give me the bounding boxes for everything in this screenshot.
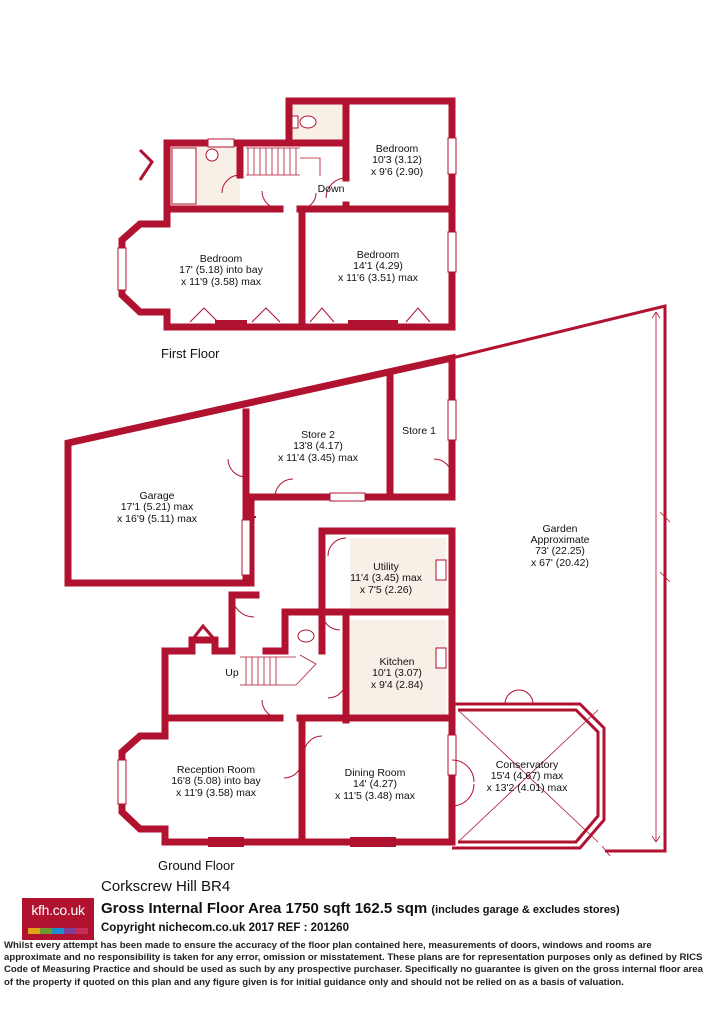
conservatory-dim1: 15'4 (4.67) max — [491, 770, 564, 782]
floor-area: Gross Internal Floor Area 1750 sqft 162.… — [101, 900, 620, 917]
svg-text:Kitchen: Kitchen — [379, 656, 414, 668]
bedroom-right-dim2: x 9'6 (2.90) — [371, 166, 423, 178]
svg-text:x 16'9 (5.11) max: x 16'9 (5.11) max — [117, 513, 198, 525]
logo-color-bars — [28, 928, 88, 934]
bedroom-right-name: Bedroom — [376, 143, 419, 155]
svg-text:x 67' (20.42): x 67' (20.42) — [531, 557, 589, 569]
svg-text:Bedroom: Bedroom — [200, 253, 243, 265]
svg-text:x 11'6 (3.51) max: x 11'6 (3.51) max — [338, 272, 419, 284]
svg-text:17' (5.18) into bay: 17' (5.18) into bay — [179, 264, 263, 276]
svg-text:Down: Down — [318, 183, 345, 195]
bedroom-left-name: Bedroom — [200, 253, 243, 265]
utility-dim2: x 7'5 (2.26) — [360, 584, 412, 596]
svg-text:x 11'5 (3.48) max: x 11'5 (3.48) max — [335, 790, 416, 802]
copyright: Copyright nichecom.co.uk 2017 REF : 2012… — [101, 922, 349, 934]
dining-name: Dining Room — [345, 767, 406, 779]
svg-text:x 13'2 (4.01) max: x 13'2 (4.01) max — [487, 782, 569, 794]
ground-floor-plan — [64, 304, 671, 857]
svg-text:10'3 (3.12): 10'3 (3.12) — [372, 154, 422, 166]
svg-text:Store 1: Store 1 — [402, 425, 436, 437]
logo-bar — [52, 928, 64, 934]
svg-text:14' (4.27): 14' (4.27) — [353, 778, 397, 790]
store2-dim2: x 11'4 (3.45) max — [278, 452, 359, 464]
svg-text:Bedroom: Bedroom — [376, 143, 419, 155]
svg-text:Dining Room: Dining Room — [345, 767, 406, 779]
floor-area-value: Gross Internal Floor Area 1750 sqft 162.… — [101, 900, 428, 917]
svg-text:Bedroom: Bedroom — [357, 249, 400, 261]
footer: kfh.co.uk Corkscrew Hill BR4 Gross Inter… — [0, 872, 715, 1033]
svg-text:73' (22.25): 73' (22.25) — [535, 545, 585, 557]
first-floor-label: First Floor — [161, 346, 220, 361]
svg-text:x 11'9 (3.58) max: x 11'9 (3.58) max — [176, 787, 257, 799]
svg-text:15'4 (4.67) max: 15'4 (4.67) max — [491, 770, 564, 782]
floor-plan: Bedroom 10'3 (3.12) x 9'6 (2.90) Down Be… — [64, 97, 671, 872]
bedroom-mid-dim1: 14'1 (4.29) — [353, 260, 403, 272]
svg-text:Approximate: Approximate — [531, 534, 590, 546]
svg-text:Garage: Garage — [139, 490, 174, 502]
svg-text:Utility: Utility — [373, 561, 399, 573]
svg-text:x 7'5 (2.26): x 7'5 (2.26) — [360, 584, 412, 596]
garage-dim2: x 16'9 (5.11) max — [117, 513, 198, 525]
utility-dim1: 11'4 (3.45) max — [350, 572, 423, 584]
disclaimer: Whilst every attempt has been made to en… — [4, 940, 703, 988]
svg-text:17'1 (5.21) max: 17'1 (5.21) max — [121, 501, 194, 513]
utility-name: Utility — [373, 561, 399, 573]
svg-text:10'1 (3.07): 10'1 (3.07) — [372, 667, 422, 679]
garden-name: Garden — [542, 523, 577, 535]
property-address: Corkscrew Hill BR4 — [101, 878, 231, 895]
kitchen-dim2: x 9'4 (2.84) — [371, 679, 423, 691]
bedroom-left-dim2: x 11'9 (3.58) max — [181, 276, 262, 288]
svg-text:Reception Room: Reception Room — [177, 764, 255, 776]
svg-text:Conservatory: Conservatory — [496, 759, 559, 771]
kitchen-dim1: 10'1 (3.07) — [372, 667, 422, 679]
svg-text:First Floor: First Floor — [161, 346, 220, 361]
svg-text:x 11'9 (3.58) max: x 11'9 (3.58) max — [181, 276, 262, 288]
logo-bar — [40, 928, 52, 934]
svg-text:Garden: Garden — [542, 523, 577, 535]
kfh-logo: kfh.co.uk — [22, 898, 94, 940]
bedroom-left-dim1: 17' (5.18) into bay — [179, 264, 263, 276]
conservatory-wall — [452, 702, 606, 850]
store2-name: Store 2 — [301, 429, 335, 441]
bedroom-mid-dim2: x 11'6 (3.51) max — [338, 272, 419, 284]
bedroom-mid-name: Bedroom — [357, 249, 400, 261]
garage-name: Garage — [139, 490, 174, 502]
store2-dim1: 13'8 (4.17) — [293, 440, 343, 452]
svg-text:13'8 (4.17): 13'8 (4.17) — [293, 440, 343, 452]
stairs-down-label: Down — [318, 183, 345, 195]
garden-dim2: 73' (22.25) — [535, 545, 585, 557]
svg-text:x 9'4 (2.84): x 9'4 (2.84) — [371, 679, 423, 691]
conservatory-dim2: x 13'2 (4.01) max — [487, 782, 569, 794]
store1-name: Store 1 — [402, 425, 436, 437]
garden-dim1: Approximate — [531, 534, 590, 546]
logo-bar — [76, 928, 88, 934]
svg-text:x 9'6 (2.90): x 9'6 (2.90) — [371, 166, 423, 178]
bedroom-right-dim1: 10'3 (3.12) — [372, 154, 422, 166]
logo-text: kfh.co.uk — [31, 902, 85, 918]
svg-text:Store 2: Store 2 — [301, 429, 335, 441]
svg-text:x 11'4 (3.45) max: x 11'4 (3.45) max — [278, 452, 359, 464]
kitchen-name: Kitchen — [379, 656, 414, 668]
dining-dim2: x 11'5 (3.48) max — [335, 790, 416, 802]
svg-text:11'4 (3.45) max: 11'4 (3.45) max — [350, 572, 423, 584]
reception-dim1: 16'8 (5.08) into bay — [171, 775, 261, 787]
garden-boundary — [451, 304, 667, 853]
dining-dim1: 14' (4.27) — [353, 778, 397, 790]
reception-name: Reception Room — [177, 764, 255, 776]
conservatory-name: Conservatory — [496, 759, 559, 771]
logo-bar — [64, 928, 76, 934]
reception-dim2: x 11'9 (3.58) max — [176, 787, 257, 799]
garden-dim3: x 67' (20.42) — [531, 557, 589, 569]
svg-text:14'1 (4.29): 14'1 (4.29) — [353, 260, 403, 272]
floor-area-note: (includes garage & excludes stores) — [431, 904, 620, 916]
first-floor-plan — [117, 97, 457, 331]
garage-dim1: 17'1 (5.21) max — [121, 501, 194, 513]
svg-text:Up: Up — [225, 667, 239, 679]
stairs-up-label: Up — [225, 667, 239, 679]
svg-text:16'8 (5.08) into bay: 16'8 (5.08) into bay — [171, 775, 261, 787]
logo-bar — [28, 928, 40, 934]
svg-text:Ground Floor: Ground Floor — [158, 858, 235, 872]
ground-floor-label: Ground Floor — [158, 858, 235, 872]
